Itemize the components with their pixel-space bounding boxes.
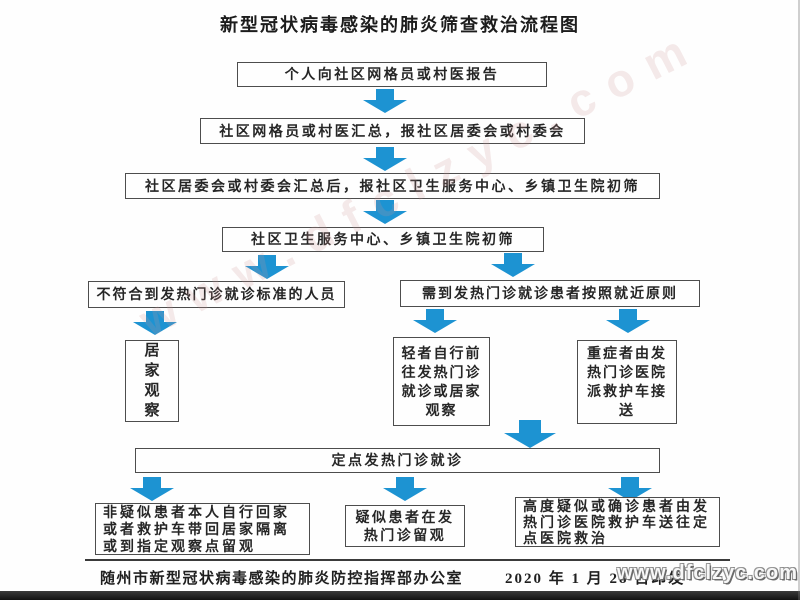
- flow-box-need-clinic: 需到发热门诊就诊患者按照就近原则: [400, 280, 700, 307]
- footer-divider: [85, 559, 730, 561]
- down-arrow-icon: [363, 89, 407, 113]
- down-arrow-icon: [606, 309, 650, 333]
- flow-box-non-suspected: 非疑似患者本人自行回家或者救护车带回居家隔离或到指定观察点留观: [95, 503, 310, 555]
- flow-box-designated-clinic: 定点发热门诊就诊: [135, 448, 660, 473]
- flow-box-screening: 社区卫生服务中心、乡镇卫生院初筛: [222, 227, 544, 252]
- flow-box-mild: 轻者自行前往发热门诊就诊或居家观察: [393, 337, 490, 426]
- footer-date: 2020 年 1 月 28 日印发: [505, 571, 686, 587]
- down-arrow-icon: [133, 311, 177, 335]
- flow-box-summary: 社区网格员或村医汇总，报社区居委会或村委会: [200, 118, 585, 144]
- down-arrow-icon: [130, 477, 174, 501]
- down-arrow-icon: [413, 309, 457, 333]
- flow-box-suspected: 疑似患者在发热门诊留观: [345, 505, 465, 547]
- down-arrow-icon: [245, 255, 289, 279]
- down-arrow-icon: [363, 200, 407, 224]
- scan-bottom-edge: [0, 591, 800, 600]
- page-title: 新型冠状病毒感染的肺炎筛查救治流程图: [220, 15, 580, 35]
- flow-box-severe: 重症者由发热门诊医院派救护车接送: [577, 340, 677, 424]
- flow-box-committee: 社区居委会或村委会汇总后，报社区卫生服务中心、乡镇卫生院初筛: [125, 173, 660, 199]
- down-arrow-icon: [504, 420, 556, 448]
- flow-box-report: 个人向社区网格员或村医报告: [237, 62, 547, 87]
- down-arrow-icon: [383, 477, 427, 501]
- down-arrow-icon: [491, 253, 535, 277]
- down-arrow-icon: [363, 147, 407, 171]
- footer-issuer: 随州市新型冠状病毒感染的肺炎防控指挥部办公室: [100, 571, 464, 587]
- scan-right-edge: [798, 0, 800, 600]
- flow-box-home-observe: 居家观察: [125, 340, 179, 422]
- flow-box-confirmed: 高度疑似或确诊患者由发热门诊医院救护车送往定点医院救治: [515, 497, 720, 547]
- flow-box-not-meet: 不符合到发热门诊就诊标准的人员: [88, 281, 345, 308]
- corner-watermark: www.dfclzyc.com: [617, 562, 798, 584]
